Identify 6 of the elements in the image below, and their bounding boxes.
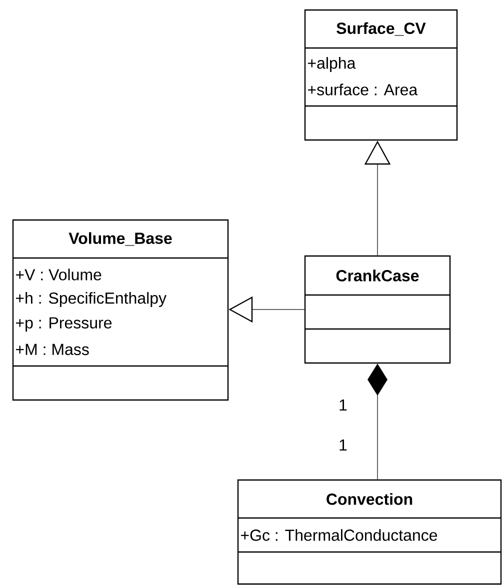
class-box: CrankCase <box>304 255 451 364</box>
class-box: Convection +Gc : ThermalConductance <box>237 479 502 585</box>
multiplicity-label: 1 <box>340 440 347 450</box>
class-box: Volume_Base +V : Volume +h : SpecificEnthalpy +p : Pressure +M : Mass <box>12 219 229 401</box>
class-box: Surface_CV +alpha +surface : Area <box>304 9 458 141</box>
multiplicity-label: 1 <box>340 400 347 410</box>
